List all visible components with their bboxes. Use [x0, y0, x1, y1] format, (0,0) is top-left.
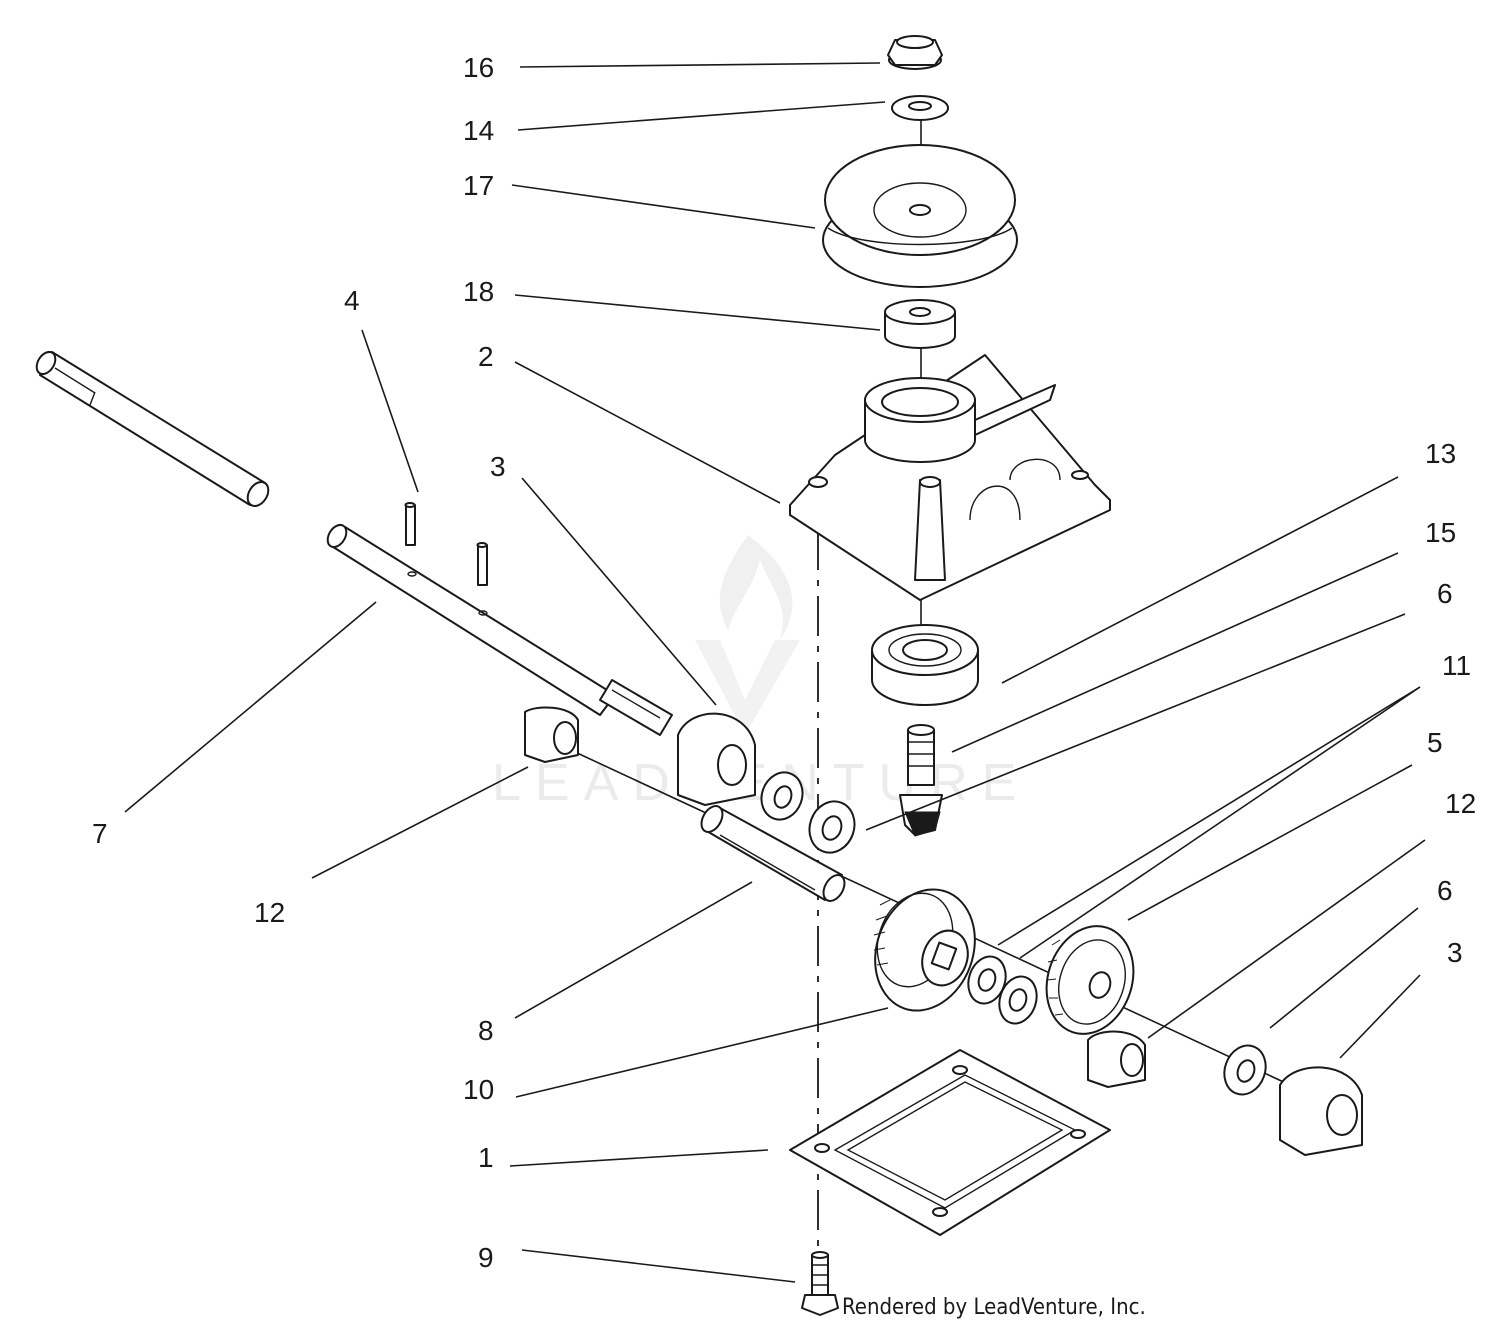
spacer-part-18 [884, 299, 956, 349]
callout-10: 10 [463, 1074, 494, 1105]
callout-12-left: 12 [254, 897, 285, 928]
callout-1: 1 [478, 1142, 494, 1173]
cover-plate-part-1 [789, 1049, 1111, 1236]
roll-pins-part-4 [404, 502, 488, 616]
washer-right-part-6 [1223, 1044, 1267, 1096]
axle-tube-part-7 [35, 350, 270, 508]
callout-6-upper: 6 [1437, 578, 1453, 609]
bushing-right-part-12 [1087, 1030, 1146, 1088]
callout-17: 17 [463, 170, 494, 201]
bolt-part-9 [801, 1251, 839, 1316]
callout-labels: 16 14 17 18 2 4 3 7 12 13 15 6 11 5 12 6… [92, 52, 1476, 1273]
callout-5: 5 [1427, 727, 1443, 758]
callout-3-lower: 3 [1447, 937, 1463, 968]
bushing-left-part-12 [524, 706, 579, 763]
callout-11: 11 [1442, 650, 1471, 681]
flange-bushing-right-part-3 [1279, 1066, 1363, 1156]
callout-3-upper: 3 [490, 451, 506, 482]
pinion-shaft-part-15 [899, 724, 943, 837]
flange-nut-part-16 [887, 35, 943, 70]
washer-part-14 [891, 95, 949, 121]
spline-shaft-part-8 [700, 805, 846, 902]
callout-14: 14 [463, 115, 494, 146]
bearing-part-13 [871, 624, 979, 706]
callout-6-lower: 6 [1437, 875, 1453, 906]
flange-bushing-left-part-3 [677, 712, 756, 806]
callout-7: 7 [92, 818, 108, 849]
spur-gear [1045, 925, 1135, 1035]
main-shaft [326, 523, 673, 736]
washers-left [760, 771, 856, 854]
gear-part-10 [873, 888, 976, 1012]
leader-lines [124, 62, 1426, 1283]
callout-13: 13 [1425, 438, 1456, 469]
callout-2: 2 [478, 341, 494, 372]
callout-18: 18 [463, 276, 494, 307]
callout-16: 16 [463, 52, 494, 83]
pulley-part-17 [822, 144, 1018, 288]
callout-8: 8 [478, 1015, 494, 1046]
callout-15: 15 [1425, 517, 1456, 548]
render-credit: Rendered by LeadVenture, Inc. [842, 1295, 1146, 1320]
callout-4: 4 [344, 285, 360, 316]
callout-9: 9 [478, 1242, 494, 1273]
washers-center [967, 955, 1038, 1025]
callout-12-right: 12 [1445, 788, 1476, 819]
gear-case-housing-part-2 [789, 354, 1111, 601]
